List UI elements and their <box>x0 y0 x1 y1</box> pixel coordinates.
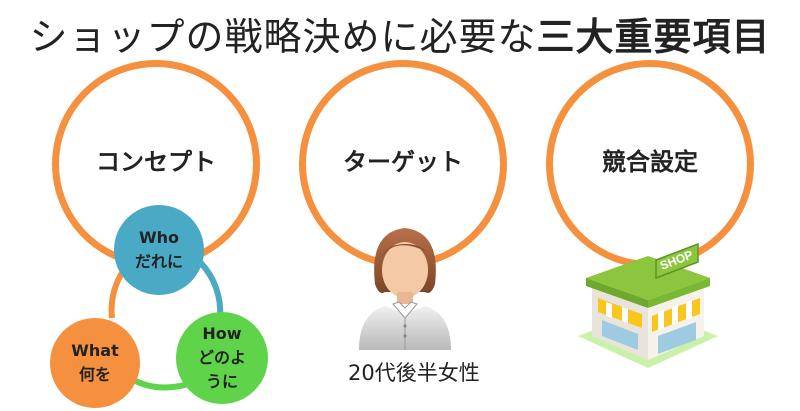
target-label: ターゲット <box>343 147 463 176</box>
competition-label: 競合設定 <box>602 147 698 176</box>
how-line2: どのよ <box>197 348 246 367</box>
target-caption: 20代後半女性 <box>348 361 480 385</box>
title-normal: ショップの戦略決めに必要な <box>29 15 537 59</box>
page-title: ショップの戦略決めに必要な三大重要項目 <box>0 6 800 61</box>
who-bubble: Who だれに <box>114 205 204 295</box>
woman-icon <box>359 228 451 350</box>
shop-icon: SHOP <box>578 242 718 368</box>
what-line2: 何を <box>78 365 111 384</box>
how-line1: How <box>202 324 242 343</box>
how-bubble: How どのよ うに <box>176 312 268 404</box>
concept-label: コンセプト <box>96 147 216 176</box>
who-line1: Who <box>138 228 180 247</box>
what-line1: What <box>71 341 119 360</box>
how-line3: うに <box>205 372 238 391</box>
who-line2: だれに <box>134 252 183 271</box>
title-bold: 三大重要項目 <box>536 15 771 59</box>
what-bubble: What 何を <box>50 318 140 408</box>
